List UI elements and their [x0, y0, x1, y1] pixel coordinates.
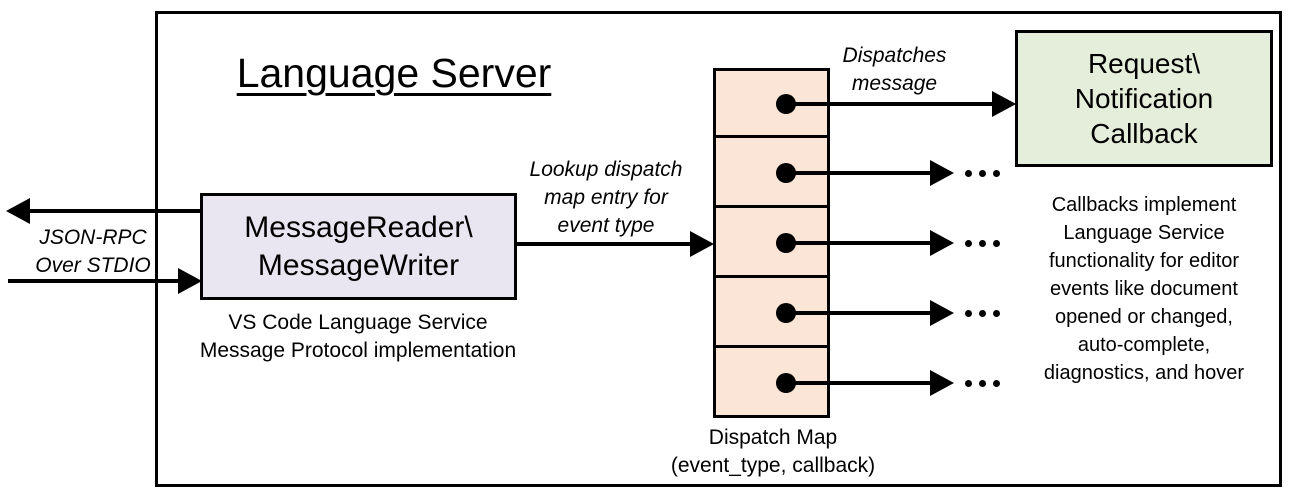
- ellipsis-icon: [965, 310, 1000, 317]
- arrow-shaft: [517, 242, 690, 246]
- stdio-label: JSON-RPC Over STDIO: [13, 224, 173, 280]
- arrowhead-right-icon: [690, 231, 714, 257]
- dispatch-map-divider: [713, 345, 830, 348]
- arrow-shaft: [786, 381, 932, 385]
- arrowhead-right-icon: [930, 370, 954, 396]
- request-notification-callback-box: Request\ Notification Callback: [1015, 30, 1273, 167]
- message-reader-writer-box: MessageReader\ MessageWriter: [200, 193, 517, 300]
- dispatch-map-caption: Dispatch Map (event_type, callback): [633, 424, 913, 480]
- arrowhead-right-icon: [930, 300, 954, 326]
- arrowhead-right-icon: [930, 160, 954, 186]
- lookup-label-line: Lookup dispatch: [529, 158, 683, 181]
- note-line: events like document: [1050, 278, 1238, 300]
- stdio-label-line: JSON-RPC: [39, 226, 147, 249]
- arrow-shaft: [28, 209, 202, 213]
- message-box-caption: VS Code Language Service Message Protoco…: [178, 309, 538, 365]
- ellipsis-icon: [965, 380, 1000, 387]
- arrowhead-right-icon: [178, 268, 202, 294]
- callback-box-line: Notification: [1074, 83, 1214, 114]
- callback-box-line: Callback: [1090, 118, 1198, 149]
- caption-line: (event_type, callback): [670, 454, 876, 477]
- caption-line: Message Protocol implementation: [199, 339, 517, 362]
- note-line: opened or changed,: [1055, 306, 1233, 328]
- dispatch-map-divider: [713, 205, 830, 208]
- arrow-shaft: [8, 279, 178, 283]
- message-box-line: MessageReader\: [244, 210, 473, 244]
- arrow-shaft: [786, 171, 932, 175]
- caption-line: VS Code Language Service: [228, 311, 488, 334]
- note-line: Callbacks implement: [1051, 194, 1237, 216]
- lookup-label-line: event type: [557, 214, 655, 237]
- caption-line: Dispatch Map: [708, 426, 838, 449]
- note-line: diagnostics, and hover: [1043, 362, 1245, 384]
- dispatches-label: Dispatches message: [822, 42, 967, 98]
- note-line: functionality for editor: [1048, 250, 1240, 272]
- stdio-label-line: Over STDIO: [35, 254, 151, 277]
- language-server-boundary-box: [155, 11, 1282, 487]
- lookup-label-line: map entry for: [544, 186, 668, 209]
- dispatches-label-line: message: [851, 72, 938, 95]
- note-line: auto-complete,: [1077, 334, 1211, 356]
- arrow-shaft: [786, 311, 932, 315]
- ellipsis-icon: [965, 240, 1000, 247]
- dispatch-map-divider: [713, 135, 830, 138]
- ellipsis-icon: [965, 170, 1000, 177]
- arrow-shaft: [786, 102, 994, 106]
- arrowhead-right-icon: [992, 91, 1016, 117]
- message-box-line: MessageWriter: [257, 248, 460, 282]
- lookup-label: Lookup dispatch map entry for event type: [518, 156, 694, 240]
- arrowhead-right-icon: [930, 230, 954, 256]
- dispatch-map-divider: [713, 275, 830, 278]
- arrow-shaft: [786, 241, 932, 245]
- diagram-title: Language Server: [236, 50, 552, 96]
- dispatches-label-line: Dispatches: [842, 44, 947, 67]
- arrowhead-left-icon: [6, 198, 30, 224]
- note-line: Language Service: [1063, 222, 1225, 244]
- callbacks-note: Callbacks implement Language Service fun…: [1010, 191, 1278, 387]
- callback-box-line: Request\: [1087, 48, 1201, 79]
